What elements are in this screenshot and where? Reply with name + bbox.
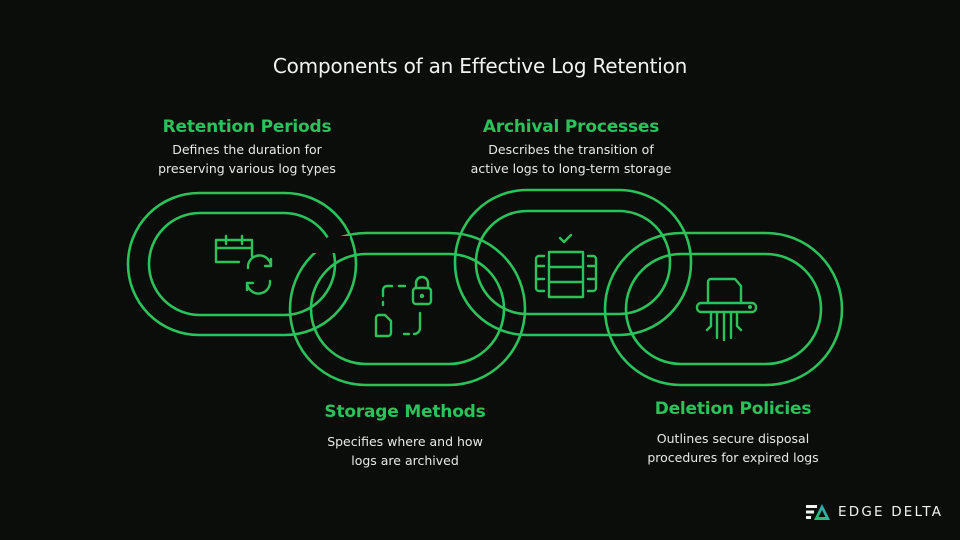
edge-delta-logo-icon [806, 504, 830, 520]
link-outer [126, 191, 358, 337]
component-heading: Storage Methods [324, 402, 486, 422]
component-description: Outlines secure disposal procedures for … [620, 429, 846, 467]
component-retention-periods: Retention Periods Defines the duration f… [127, 115, 367, 178]
link-inner [309, 252, 506, 366]
link-outer [453, 188, 693, 337]
description-line: active logs to long-term storage [470, 161, 672, 176]
description-line: procedures for expired logs [647, 450, 819, 465]
link-outer [288, 231, 527, 387]
description-line: preserving various log types [158, 161, 336, 176]
file-lock-transfer-icon [374, 275, 433, 338]
link-inner [147, 211, 337, 317]
description-line: Specifies where and how [327, 434, 483, 449]
component-heading: Retention Periods [162, 117, 332, 137]
component-archival-processes: Archival Processes Describes the transit… [436, 115, 706, 178]
link-outer [603, 231, 844, 387]
component-description: Defines the duration for preserving vari… [127, 140, 367, 178]
brand-logo: EDGE DELTA [806, 502, 943, 522]
link-inner [474, 209, 672, 316]
component-description: Specifies where and how logs are archive… [294, 432, 516, 470]
component-deletion-policies: Deletion Policies Outlines secure dispos… [620, 397, 846, 467]
description-line: Describes the transition of [488, 142, 654, 157]
component-heading: Archival Processes [482, 117, 660, 137]
chain-link-1 [126, 191, 358, 337]
calendar-refresh-icon [214, 234, 273, 295]
description-line: logs are archived [351, 453, 459, 468]
chain-link-3 [453, 188, 693, 337]
server-archive-check-icon [534, 233, 598, 299]
brand-name: EDGE DELTA [838, 504, 944, 520]
link-inner [624, 252, 823, 366]
diagram-title: Components of an Effective Log Retention [272, 54, 688, 78]
component-description: Describes the transition of active logs … [436, 140, 706, 178]
chain-link-2 [288, 231, 527, 387]
paper-shredder-icon [695, 277, 758, 342]
description-line: Defines the duration for [172, 142, 322, 157]
description-line: Outlines secure disposal [656, 431, 810, 446]
chain-link-4 [603, 231, 844, 387]
component-storage-methods: Storage Methods Specifies where and how … [294, 400, 516, 470]
component-heading: Deletion Policies [654, 399, 812, 419]
